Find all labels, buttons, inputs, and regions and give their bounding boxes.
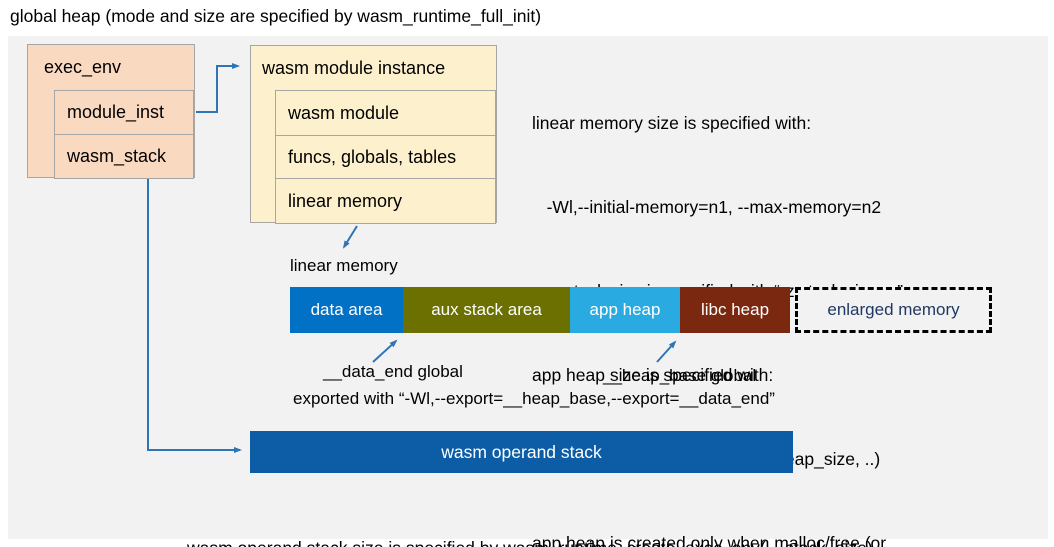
wasm-module-instance-title: wasm module instance [262,58,446,78]
segment-app-heap: app heap [570,287,680,333]
exec-env-row-wasm-stack: wasm_stack [54,134,194,179]
operand-stack-notes: wasm operand stack size is specified by … [187,483,873,547]
note-line: -Wl,--initial-memory=n1, --max-memory=n2 [532,197,882,217]
wasm-operand-stack-bar: wasm operand stack [250,431,793,473]
linear-memory-label: linear memory [290,256,398,275]
exec-env-box: exec_env module_inst wasm_stack [27,44,195,179]
segment-libc-heap: libc heap [680,287,790,333]
exec-env-row-module-inst: module_inst [54,90,194,135]
row-funcs-globals-tables: funcs, globals, tables [275,135,496,179]
note-line: linear memory size is specified with: [532,113,812,133]
wasm-module-instance-box: wasm module instance wasm module funcs, … [250,45,497,224]
segment-enlarged-memory: enlarged memory [795,287,992,333]
segment-aux-stack-area: aux stack area [403,287,570,333]
footer-line: wasm operand stack size is specified by … [187,535,873,547]
export-flags-label: exported with “-Wl,--export=__heap_base,… [293,389,775,408]
diagram-title: global heap (mode and size are specified… [10,6,542,26]
exec-env-title: exec_env [44,57,122,77]
note-line: app heap is created only when malloc/fre… [532,533,887,547]
segment-data-area: data area [290,287,403,333]
row-linear-memory: linear memory [275,178,496,224]
heap-base-global-label: __heap_base global [603,366,757,385]
note-line: app heap size is specified with: [532,365,774,385]
row-wasm-module: wasm module [275,90,496,136]
data-end-global-label: __data_end global [323,362,463,381]
